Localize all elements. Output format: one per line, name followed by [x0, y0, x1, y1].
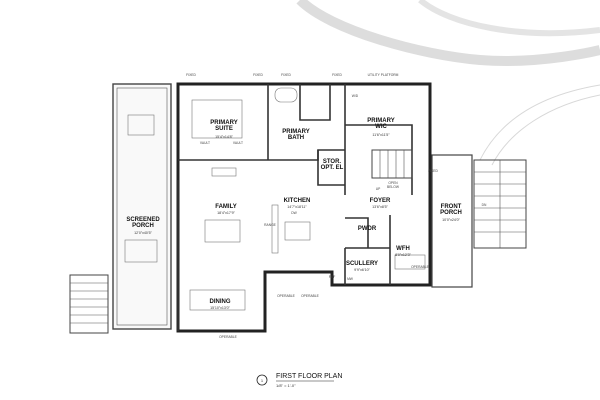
title-block: 1 FIRST FLOOR PLAN 1/8" = 1'-0"	[256, 373, 342, 388]
dining-table	[189, 289, 246, 311]
note-fixed-4: FIXED	[332, 73, 342, 77]
note-dn: DN	[482, 203, 487, 207]
note-operable-4: OPERABLE	[411, 265, 430, 269]
note-mw: MW	[347, 277, 354, 281]
scullery-name: SCULLERY	[346, 261, 378, 267]
wfh-desk	[394, 254, 426, 270]
svg-text:STOR.OPT. EL: STOR.OPT. EL	[321, 159, 344, 171]
primary-wic-name-1: PRIMARY	[367, 118, 394, 124]
front-porch-outline	[431, 154, 473, 288]
title-number-circle	[256, 374, 268, 386]
note-vault-2: VAULT	[233, 141, 243, 145]
note-wd: W/D	[352, 94, 359, 98]
front-porch-name-2: PORCH	[440, 210, 462, 216]
primary-wic-dim: 11'6"x11'5"	[372, 133, 390, 137]
family-sofa	[204, 219, 241, 243]
screened-porch-dim: 12'0"x40'5"	[134, 231, 152, 235]
dining-name: DINING	[210, 299, 231, 305]
foyer-dim: 13'6"x8'5"	[372, 205, 388, 209]
interior-stair	[371, 149, 413, 179]
note-up: UP	[376, 187, 381, 191]
front-porch-dim: 10'0"x24'0"	[442, 218, 460, 222]
pwdr-name: PWDR	[358, 226, 377, 232]
note-fixed-1: FIXED	[186, 73, 196, 77]
primary-suite-dim: 15'4"x14'8"	[215, 135, 233, 139]
kitchen-dim: 14'7"x18'11"	[287, 205, 307, 209]
site-arc-right-inner	[491, 94, 600, 166]
bathtub	[274, 87, 298, 103]
foyer-name: FOYER	[370, 198, 391, 204]
front-porch-stair	[473, 159, 527, 249]
primary-suite-name-1: PRIMARY	[210, 120, 237, 126]
note-open-below-1: OPEN	[388, 181, 398, 185]
front-porch-name-1: FRONT	[441, 204, 462, 210]
primary-bath-name-1: PRIMARY	[282, 129, 309, 135]
stor-name-1: STOR.	[323, 159, 342, 165]
primary-wic-name-2: WIC	[375, 124, 387, 130]
plan-title: FIRST FLOOR PLAN	[276, 373, 342, 380]
wall-shower	[299, 84, 331, 121]
porch-table-1	[127, 114, 155, 136]
site-arc-top	[418, 0, 600, 37]
wall-stor	[317, 150, 345, 186]
note-fixed-3: FIXED	[281, 73, 291, 77]
family-name: FAMILY	[215, 204, 236, 210]
kitchen-island	[284, 221, 311, 241]
screened-porch-outline	[112, 83, 172, 330]
dining-dim: 15'10"x13'0"	[210, 306, 230, 310]
site-arc-right	[479, 84, 600, 161]
note-ref: REF	[329, 275, 336, 279]
plan-scale: 1/8" = 1'-0"	[276, 383, 296, 388]
note-open-below-2: BELOW	[387, 185, 400, 189]
title-number: 1	[261, 378, 264, 383]
note-dw: DW	[291, 211, 297, 215]
note-range: RANGE	[264, 223, 277, 227]
screened-porch-name-1: SCREENED	[126, 217, 160, 223]
wall-pwdr	[345, 217, 369, 248]
screened-porch-inner	[116, 87, 168, 326]
screened-porch-name-2: PORCH	[132, 223, 154, 229]
porch-table-2	[124, 239, 158, 263]
note-vault-1: VAULT	[200, 141, 210, 145]
porch-stair	[69, 274, 109, 334]
primary-bath-name-2: BATH	[288, 135, 304, 141]
note-utility-platform: UTILITY PLATFORM	[368, 73, 399, 77]
primary-suite-name-2: SUITE	[215, 126, 233, 132]
kitchen-name: KITCHEN	[284, 198, 311, 204]
family-dim: 18'4"x17'9"	[217, 211, 235, 215]
note-operable-2: OPERABLE	[301, 294, 320, 298]
furniture	[124, 87, 426, 311]
note-operable-1: OPERABLE	[277, 294, 296, 298]
exterior-walls	[176, 82, 432, 333]
scullery-dim: 9'9"x6'10"	[354, 268, 370, 272]
wfh-name: WFH	[396, 246, 410, 252]
site-driveway-arc	[296, 0, 600, 66]
stor-name-2: OPT. EL	[321, 165, 344, 171]
kitchen-counter	[271, 204, 279, 254]
fireplace	[211, 167, 237, 177]
note-fixed-5: FIXED	[428, 169, 438, 173]
note-fixed-2: FIXED	[253, 73, 263, 77]
bed	[191, 99, 243, 139]
wfh-dim: 8'0"x12'3"	[395, 253, 411, 257]
note-operable-3: OPERABLE	[219, 335, 238, 339]
